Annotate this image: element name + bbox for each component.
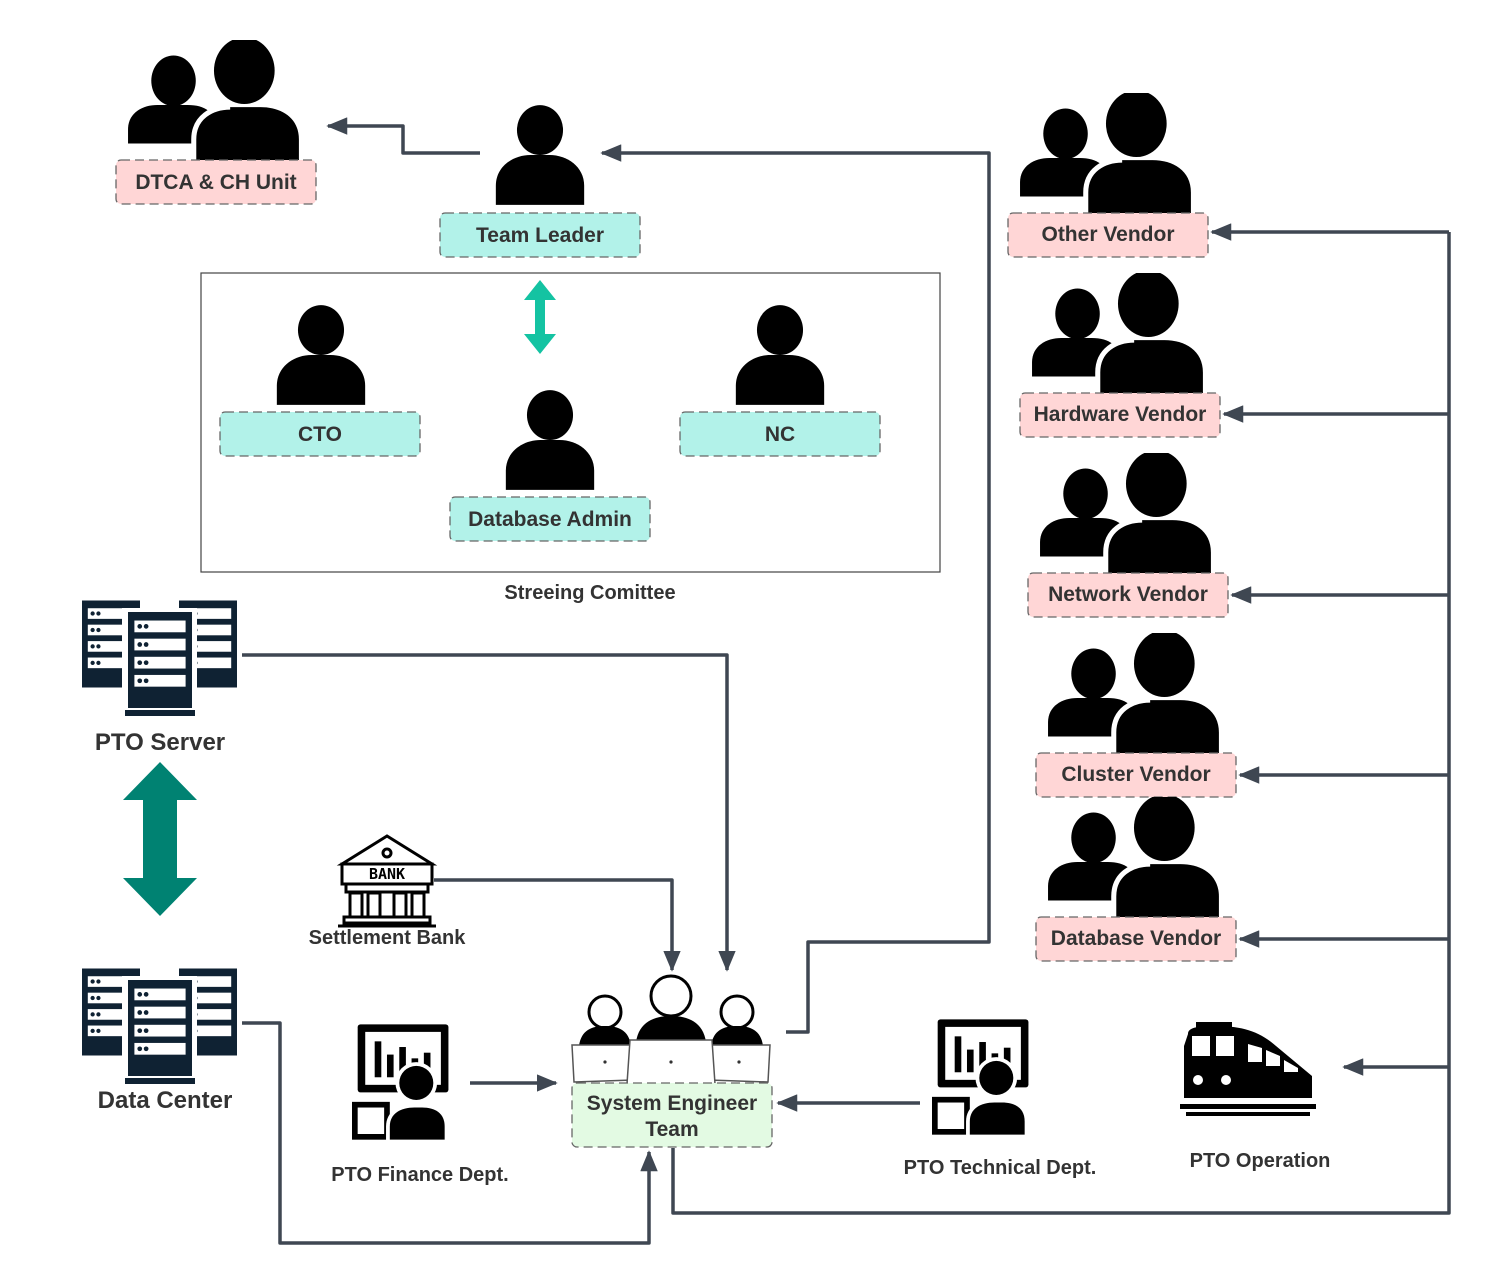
finance-label: PTO Finance Dept.: [331, 1164, 508, 1186]
connector-datacenter-to-se: [242, 1021, 658, 1245]
other-vendor-tag: [1007, 212, 1209, 258]
connector-se-to-teamleader: [600, 144, 991, 1034]
connector-bank-to-se: [434, 878, 681, 972]
cluster-vendor-group-icon: [1048, 630, 1219, 754]
hardware-vendor-tag: [1019, 392, 1221, 438]
dtca-tag: [115, 159, 317, 205]
network-vendor-group-icon: [1040, 450, 1211, 574]
system-engineer-label-line1: System Engineer: [587, 1092, 757, 1115]
operation-label: PTO Operation: [1190, 1150, 1331, 1172]
other-vendor-group-icon: [1020, 90, 1191, 214]
network-vendor-label: Network Vendor: [1048, 583, 1208, 606]
connector-teamleader-to-dtca: [326, 117, 480, 155]
data-center-label: Data Center: [98, 1087, 233, 1114]
settlement-bank-label: Settlement Bank: [309, 927, 467, 949]
database-vendor-label: Database Vendor: [1051, 927, 1221, 950]
other-vendor-label: Other Vendor: [1041, 223, 1174, 246]
cto-label: CTO: [298, 423, 342, 446]
team-leader-person-icon: [495, 105, 585, 205]
pto-server-label: PTO Server: [95, 729, 225, 756]
committee-box: [200, 272, 941, 573]
connector-server-to-se: [242, 653, 736, 972]
cluster-vendor-label: Cluster Vendor: [1061, 763, 1210, 786]
cluster-vendor-tag: [1035, 752, 1237, 798]
connectors: [242, 117, 1451, 1245]
committee-double-arrow: [524, 280, 556, 354]
team-laptops-icon: [571, 974, 771, 1085]
system-engineer-tag: [571, 1082, 773, 1148]
nc-label: NC: [765, 423, 795, 446]
data-center-icon: [82, 969, 237, 1085]
network-vendor-tag: [1027, 572, 1229, 618]
db-admin-label: Database Admin: [468, 508, 632, 531]
cto-tag: [219, 411, 421, 457]
server-datacenter-double-arrow: [123, 762, 197, 916]
database-vendor-tag: [1035, 916, 1237, 962]
hardware-vendor-group-icon: [1032, 270, 1203, 394]
team-leader-label: Team Leader: [476, 224, 604, 247]
finance-dashboard-user-icon: [352, 1024, 449, 1144]
hardware-vendor-label: Hardware Vendor: [1034, 403, 1207, 426]
db-admin-tag: [449, 496, 651, 542]
system-engineer-label-line2: Team: [645, 1118, 698, 1141]
dtca-group-icon: [128, 37, 299, 161]
team-leader-tag: [439, 212, 641, 258]
bank-sign-text: BANK: [369, 865, 405, 883]
nc-tag: [679, 411, 881, 457]
nc-person-icon: [735, 305, 825, 405]
cto-person-icon: [276, 305, 366, 405]
technical-label: PTO Technical Dept.: [904, 1157, 1097, 1179]
technical-dashboard-user-icon: [932, 1019, 1029, 1139]
database-vendor-group-icon: [1048, 794, 1219, 918]
connector-se-to-vendor-bus: [671, 232, 1451, 1215]
db-admin-person-icon: [505, 390, 595, 490]
bank-icon: [336, 834, 438, 928]
committee-label: Streeing Comittee: [504, 582, 675, 604]
pto-server-icon: [82, 601, 237, 717]
dtca-label: DTCA & CH Unit: [135, 171, 296, 194]
train-icon: [1180, 1022, 1316, 1116]
